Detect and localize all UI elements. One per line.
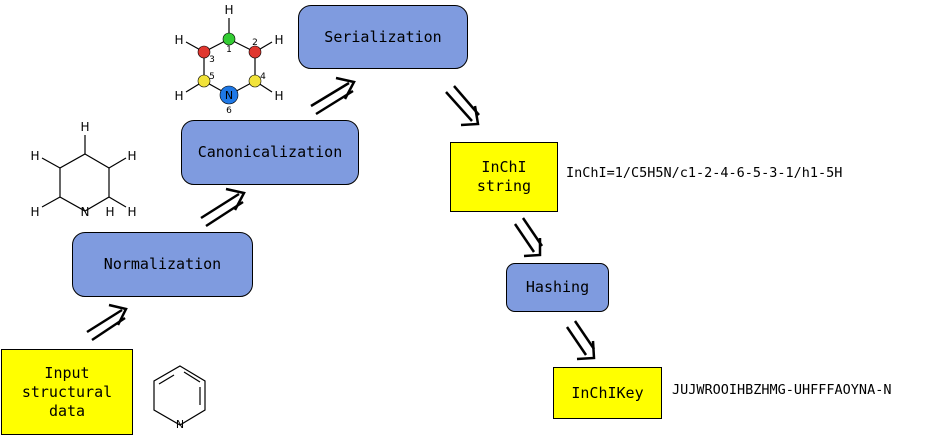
canonical-h-lower-right: H [274, 89, 283, 103]
canonical-number-6: 6 [226, 106, 232, 116]
normalized-atom-h-upper-left: H [30, 149, 39, 163]
arrow-hashing-to-inchikey [565, 320, 596, 361]
inchikey-box: InChIKey [553, 367, 662, 419]
inchikey-value: JUJWROOIHBZHMG-UHFFFAOYNA-N [672, 382, 892, 398]
canonical-atom-3-red [197, 45, 211, 59]
canonicalization-step: Canonicalization [181, 120, 359, 185]
normalization-step: Normalization [72, 232, 253, 297]
canonical-atom-5-yellow [197, 74, 211, 88]
canonical-h-top: H [224, 3, 233, 17]
canonical-atom-6-nitrogen [219, 85, 239, 105]
canonical-number-4: 4 [260, 72, 266, 82]
canonical-number-3: 3 [209, 55, 215, 65]
canonical-h-upper-left: H [174, 33, 183, 47]
arrow-normalization-to-canonicalization [200, 187, 246, 228]
canonical-number-1: 1 [226, 45, 232, 55]
arrow-inchi-string-to-hashing [513, 217, 544, 258]
serialization-step: Serialization [298, 5, 468, 69]
canonical-atom-2-red [248, 45, 262, 59]
input-structural-data-box: Input structural data [1, 349, 133, 435]
canonical-h-upper-right: H [274, 33, 283, 47]
inchi-string-value: InChI=1/C5H5N/c1-2-4-6-5-3-1/h1-5H [566, 165, 843, 181]
canonical-atom-4-yellow [248, 74, 262, 88]
normalized-atom-h-lower-left: H [30, 205, 39, 219]
arrow-input-to-normalization [86, 303, 128, 342]
arrow-serialization-to-inchi-string [445, 85, 480, 127]
normalized-atom-h-lower-right: H [127, 205, 136, 219]
canonical-n-label: N [225, 89, 233, 102]
canonical-atom-1-green [222, 32, 236, 46]
pyridine-molecule [153, 365, 206, 426]
normalized-atom-h-upper-right: H [127, 149, 136, 163]
normalized-atom-n: N [81, 205, 90, 219]
normalized-atom-h-ring: H [105, 205, 114, 219]
arrow-canonicalization-to-serialization [310, 76, 356, 116]
hashing-step: Hashing [506, 263, 609, 312]
inchi-string-box: InChI string [450, 142, 558, 212]
canonical-number-2: 2 [252, 38, 258, 48]
pyridine-n-label: N [176, 418, 184, 431]
canonical-number-5: 5 [209, 72, 215, 82]
normalized-atom-h-top: H [80, 120, 89, 134]
piperidine-molecule [41, 135, 127, 212]
canonical-h-lower-left: H [174, 89, 183, 103]
